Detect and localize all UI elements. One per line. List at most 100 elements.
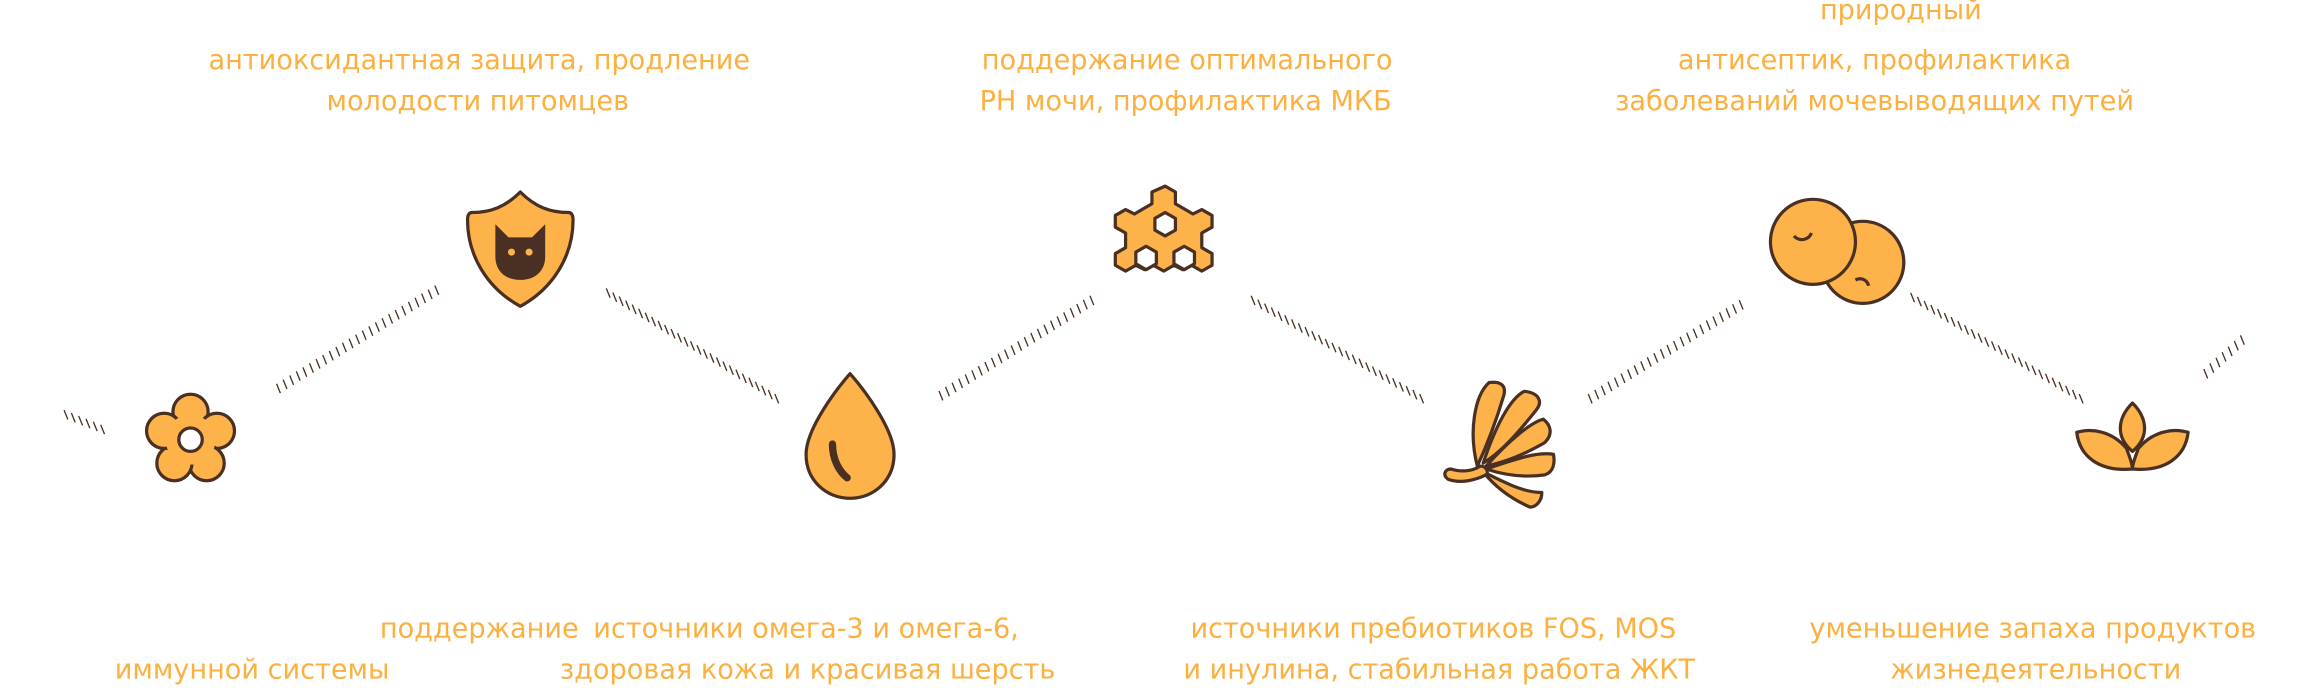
connector-tick — [664, 324, 670, 335]
connector-tick — [2011, 353, 2017, 364]
connector-tick — [1398, 381, 1404, 392]
connector-tick — [944, 386, 950, 397]
connector-tick — [355, 334, 361, 345]
honeycomb-icon — [1113, 184, 1214, 273]
connector-tick — [70, 412, 76, 423]
connector-tick — [1653, 352, 1659, 363]
connector-tick — [1010, 345, 1016, 356]
connector-tick — [2038, 369, 2044, 380]
connector-tick — [990, 357, 996, 368]
connector-tick — [1705, 320, 1711, 331]
connector-tick — [767, 389, 773, 400]
connector-tick — [1627, 369, 1633, 380]
connector-tick — [1344, 350, 1350, 361]
connector-tick — [1977, 333, 1983, 343]
connector-tick — [709, 353, 715, 363]
connector-tick — [1257, 299, 1263, 310]
connector-tick — [1277, 311, 1283, 322]
connector-tick — [1699, 324, 1705, 335]
connector-tick — [722, 361, 728, 372]
connector-tick — [1358, 358, 1364, 369]
connector-tick — [401, 305, 407, 316]
connector-tick — [1738, 299, 1744, 310]
connector-tick — [951, 382, 957, 393]
connector-tick — [702, 349, 708, 359]
connector-tick — [1930, 304, 1936, 315]
connector-tick — [381, 317, 387, 328]
connector-tick — [63, 409, 69, 420]
shield-cat-icon — [465, 190, 575, 308]
connector-tick — [1412, 389, 1418, 400]
connector-tick — [644, 312, 650, 323]
connector-tick — [696, 345, 702, 355]
connector-tick — [335, 346, 341, 357]
connector-tick — [715, 357, 721, 368]
connector-tick — [1076, 303, 1082, 314]
connector-tick — [741, 373, 747, 384]
connector-tick — [2215, 357, 2221, 368]
connector-tick — [2004, 349, 2010, 360]
connector-tick — [1017, 341, 1023, 351]
connector-tick — [735, 369, 741, 380]
connector-tick — [1970, 328, 1976, 339]
connector-tick — [2024, 361, 2030, 372]
connector-tick — [1036, 328, 1042, 339]
connector-tick — [1633, 365, 1639, 376]
connector-tick — [625, 300, 631, 311]
connector-tick — [1392, 377, 1398, 388]
connector-tick — [1923, 300, 1929, 311]
connector-tick — [689, 340, 696, 351]
connector-tick — [85, 418, 91, 429]
connector-tick — [1082, 299, 1088, 310]
connector-tick — [1964, 324, 1970, 335]
connector-tick — [958, 378, 964, 389]
connector-tick — [1732, 303, 1738, 314]
connector-tick — [414, 297, 420, 308]
connector-tick — [421, 293, 427, 304]
benefit-antiseptic-line-3: заболеваний мочевыводящих путей — [1614, 86, 2135, 118]
connector-tick — [1297, 323, 1303, 333]
connector-tick — [2044, 373, 2050, 384]
connector-tick — [1659, 348, 1665, 359]
connector-tick — [938, 390, 944, 401]
connector-tick — [638, 308, 644, 319]
connector-tick — [322, 354, 328, 365]
connector-tick — [275, 383, 281, 394]
connector-tick — [1950, 316, 1956, 327]
lotus-icon — [2075, 401, 2190, 471]
connector-tick — [1324, 338, 1330, 349]
connector-tick — [761, 385, 767, 396]
herb-bundle-icon — [1443, 380, 1556, 509]
connector-tick — [1990, 341, 1997, 351]
connector-tick — [997, 353, 1003, 364]
connector-tick — [407, 301, 413, 312]
connector-tick — [394, 309, 400, 320]
connector-tick — [1385, 374, 1391, 384]
connector-tick — [1984, 337, 1990, 347]
connector-tick — [605, 288, 611, 299]
connector-tick — [1030, 332, 1036, 343]
connector-tick — [2078, 393, 2084, 404]
dotted-connector — [63, 285, 2245, 435]
connector-tick — [612, 292, 618, 303]
connector-tick — [1338, 346, 1344, 357]
benefit-antioxidant-line-1: антиоксидантная защита, продление — [208, 45, 751, 77]
connector-tick — [388, 313, 394, 324]
connector-tick — [1405, 385, 1411, 396]
connector-tick — [2239, 335, 2245, 345]
connector-tick — [368, 326, 374, 337]
connector-tick — [1056, 316, 1062, 327]
connector-tick — [341, 342, 347, 353]
benefit-omega-line-2: здоровая кожа и красивая шерсть — [559, 655, 1056, 686]
connector-tick — [774, 393, 780, 404]
connector-tick — [1937, 308, 1943, 319]
connector-tick — [328, 350, 334, 361]
connector-tick — [631, 304, 637, 315]
connector-tick — [295, 371, 301, 382]
connector-tick — [1640, 361, 1646, 371]
connector-tick — [670, 328, 676, 339]
connector-tick — [1943, 312, 1949, 323]
connector-tick — [1351, 354, 1357, 365]
connector-tick — [1910, 292, 1916, 303]
